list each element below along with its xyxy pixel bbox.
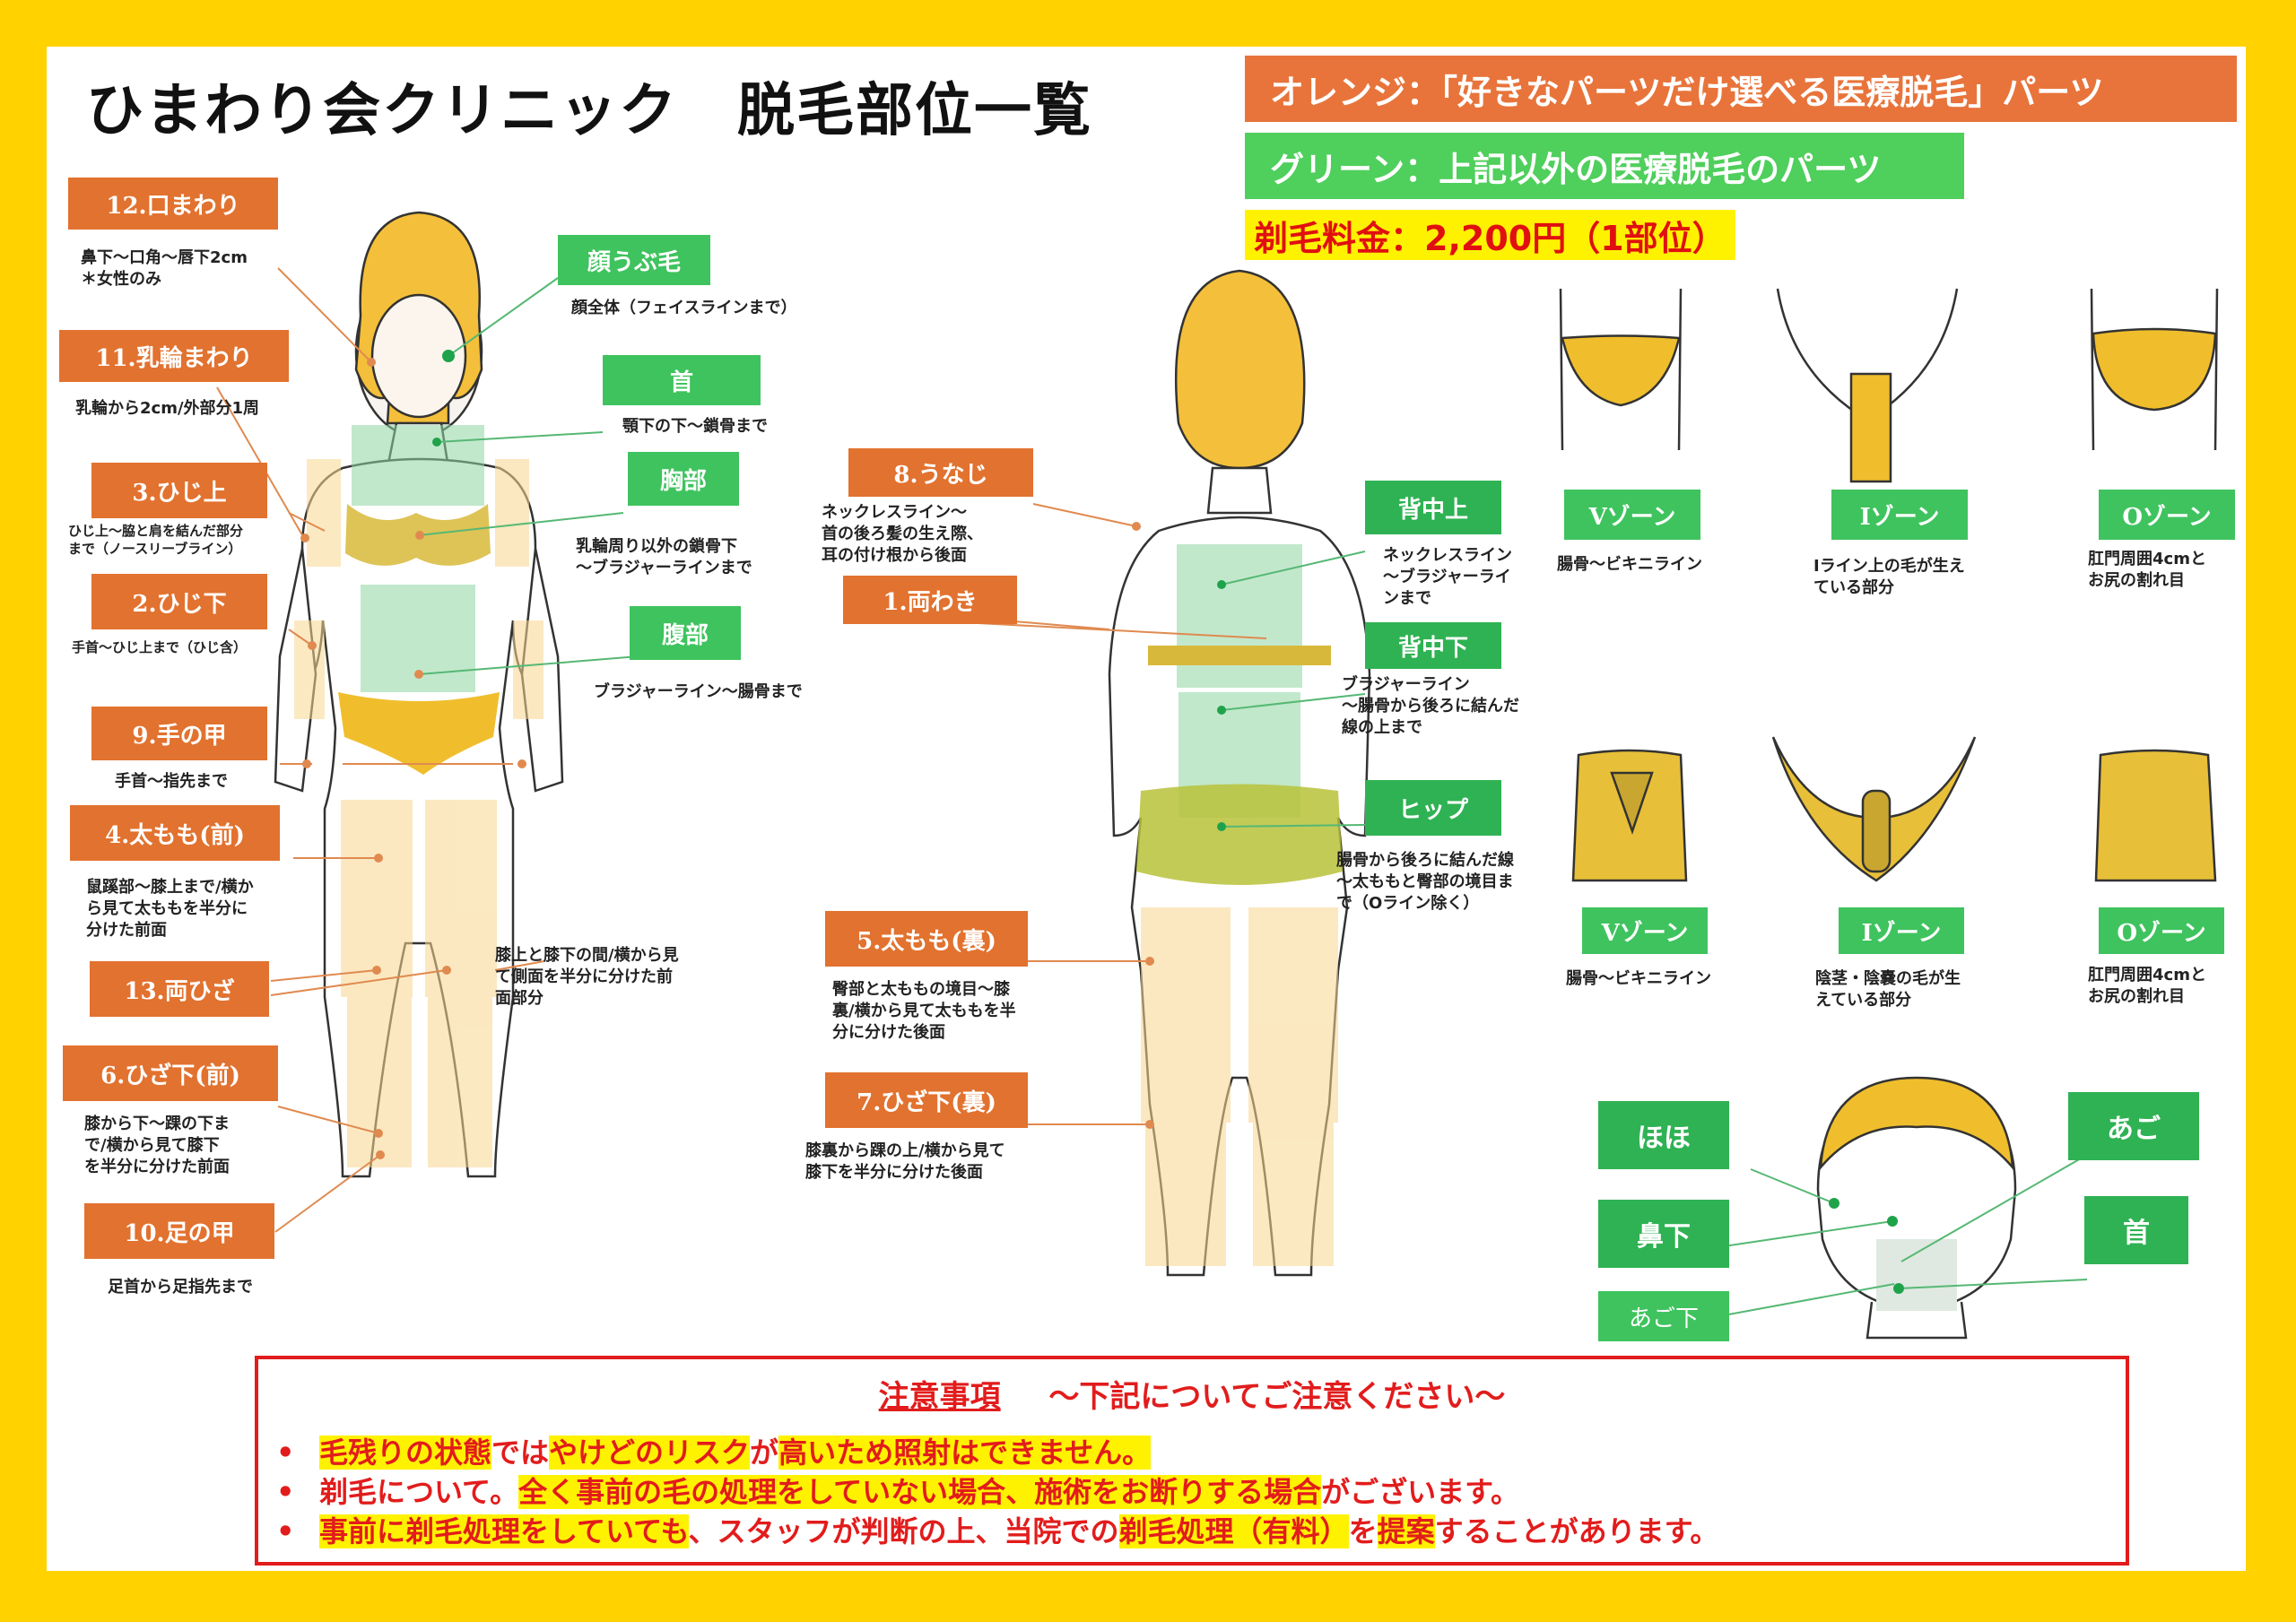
desc-belly: ブラジャーライン〜腸骨まで: [594, 682, 803, 701]
label-forearm: 2.ひじ下: [91, 574, 267, 629]
desc-o-zone-female: 肛門周囲4cmと お尻の割れ目: [2088, 550, 2206, 590]
notes-heading: 注意事項 〜下記についてご注意ください〜: [258, 1372, 2126, 1416]
label-o-zone-female: Oゾーン: [2099, 490, 2235, 540]
label-chin: あご: [2068, 1092, 2199, 1160]
illustrations: [216, 211, 2219, 1340]
label-armpits: 1.両わき: [843, 576, 1017, 624]
notes-item: •剃毛について。全く事前の毛の処理をしていない場合、施術をお断りする場合がござい…: [276, 1475, 1519, 1509]
desc-o-zone-male: 肛門周囲4cmと お尻の割れ目: [2088, 966, 2206, 1006]
desc-nape: ネックレスライン〜 首の後ろ髪の生え際、 耳の付け根から後面: [822, 503, 983, 565]
shaving-fee: 剃毛料金：2,200円（1部位）: [1245, 210, 1735, 260]
desc-face-down: 顔全体（フェイスラインまで）: [571, 299, 797, 317]
label-front-thigh: 4.太もも(前): [70, 805, 280, 861]
zone-o-female: [2090, 288, 2219, 451]
label-v-zone-female: Vゾーン: [1564, 490, 1700, 540]
desc-forearm: 手首〜ひじ上まで（ひじ含）: [72, 639, 248, 655]
marker-dots: [300, 358, 1154, 1159]
zone-i-male: [1771, 736, 1977, 882]
notes-box: 注意事項 〜下記についてご注意ください〜 •毛残りの状態ではやけどのリスクが高い…: [255, 1356, 2129, 1566]
front-body-shading: [294, 425, 544, 1167]
label-under-nose: 鼻下: [1598, 1200, 1729, 1268]
back-hip: [1136, 784, 1343, 885]
label-top-of-foot: 10.足の甲: [84, 1203, 274, 1259]
sheet: ひまわり会クリニック 脱毛部位一覧 オレンジ：「好きなパーツだけ選べる医療脱毛」…: [47, 47, 2246, 1571]
zone-o-male: [2094, 749, 2217, 882]
notes-heading-main: 注意事項: [878, 1379, 1001, 1415]
label-hip: ヒップ: [1365, 780, 1501, 836]
label-upper-back: 背中上: [1365, 481, 1501, 534]
notes-item: •事前に剃毛処理をしていても、スタッフが判断の上、当院での剃毛処理（有料）を提案…: [276, 1514, 1719, 1548]
page-title: ひまわり会クリニック 脱毛部位一覧: [86, 78, 1092, 144]
desc-back-calf: 膝裏から踝の上/横から見て 膝下を半分に分けた後面: [805, 1141, 1005, 1182]
desc-areola: 乳輪から2cm/外部分1周: [75, 399, 260, 418]
desc-v-zone-male: 腸骨〜ビキニライン: [1566, 969, 1711, 988]
label-under-chin: あご下: [1598, 1291, 1729, 1341]
desc-front-shin: 膝から下〜踝の下ま で/横から見て膝下 を半分に分けた前面: [84, 1115, 230, 1176]
label-areola: 11.乳輪まわり: [59, 330, 289, 382]
zone-i-female: [1776, 288, 1959, 483]
label-chest: 胸部: [628, 452, 739, 506]
legend-orange: オレンジ：「好きなパーツだけ選べる医療脱毛」パーツ: [1245, 56, 2237, 122]
label-back-thigh: 5.太もも(裏): [825, 911, 1028, 967]
label-front-shin: 6.ひざ下(前): [63, 1045, 278, 1101]
desc-hip: 腸骨から後ろに結んだ線 〜太ももと臀部の境目ま で（Oライン除く）: [1336, 851, 1514, 913]
male-face-figure: [1816, 1076, 2017, 1340]
notes-item: •毛残りの状態ではやけどのリスクが高いため照射はできません。: [276, 1436, 1152, 1470]
desc-i-zone-male: 陰茎・陰嚢の毛が生 えている部分: [1815, 969, 1961, 1010]
label-cheek: ほほ: [1598, 1101, 1729, 1169]
label-upper-arm: 3.ひじ上: [91, 463, 267, 518]
zone-v-female: [1559, 288, 1683, 451]
desc-back-of-hand: 手首〜指先まで: [115, 772, 228, 791]
desc-chest: 乳輪周り以外の鎖骨下 〜ブラジャーラインまで: [576, 537, 752, 577]
desc-knees: 膝上と膝下の間/横から見 て側面を半分に分けた前 面部分: [495, 946, 679, 1008]
desc-top-of-foot: 足首から足指先まで: [108, 1278, 253, 1297]
desc-mouth: 鼻下〜口角〜唇下2cm ＊女性のみ: [81, 248, 248, 289]
desc-upper-arm: ひじ上〜脇と肩を結んだ部分 まで（ノースリーブライン）: [68, 523, 244, 557]
label-nape: 8.うなじ: [848, 448, 1033, 497]
desc-v-zone-female: 腸骨〜ビキニライン: [1557, 555, 1702, 574]
desc-front-thigh: 鼠蹊部〜膝上まで/横か ら見て太ももを半分に 分けた前面: [86, 878, 254, 940]
label-knees: 13.両ひざ: [90, 961, 269, 1017]
label-back-of-hand: 9.手の甲: [91, 707, 267, 760]
notes-list: •毛残りの状態ではやけどのリスクが高いため照射はできません。 •剃毛について。全…: [276, 1433, 1718, 1551]
label-v-zone-male: Vゾーン: [1582, 907, 1708, 954]
label-belly: 腹部: [630, 606, 741, 660]
label-o-zone-male: Oゾーン: [2099, 907, 2224, 954]
notes-heading-sub: 〜下記についてご注意ください〜: [1048, 1379, 1506, 1415]
label-lower-back: 背中下: [1365, 622, 1501, 669]
label-i-zone-male: Iゾーン: [1839, 907, 1964, 954]
desc-upper-back: ネックレスライン 〜ブラジャーライ ンまで: [1383, 546, 1512, 608]
desc-back-thigh: 臀部と太ももの境目〜膝 裏/横から見て太ももを半 分に分けた後面: [832, 980, 1016, 1042]
label-neck: 首: [603, 355, 761, 405]
label-face-down: 顔うぶ毛: [558, 235, 710, 285]
front-bikini: [338, 692, 500, 775]
legend-green: グリーン：上記以外の医療脱毛のパーツ: [1245, 133, 1964, 199]
back-bra-band: [1148, 646, 1331, 665]
label-back-calf: 7.ひざ下(裏): [825, 1072, 1028, 1128]
label-i-zone-female: Iゾーン: [1831, 490, 1968, 540]
label-mouth: 12.口まわり: [68, 178, 278, 230]
desc-i-zone-female: Iライン上の毛が生え ている部分: [1813, 557, 1965, 597]
leader-lines-green: [418, 277, 2088, 1316]
desc-neck: 顎下の下〜鎖骨まで: [622, 417, 768, 436]
green-dots: [432, 350, 1904, 1294]
leader-lines: [216, 267, 1267, 1233]
zone-v-male: [1571, 749, 1688, 882]
label-male-neck: 首: [2084, 1196, 2188, 1264]
desc-lower-back: ブラジャーライン 〜腸骨から後ろに結んだ 線の上まで: [1342, 675, 1519, 737]
